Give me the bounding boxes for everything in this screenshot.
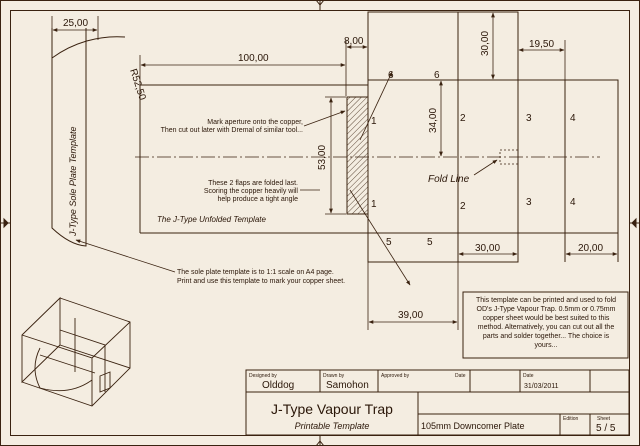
- drawn-by-label: Drawn by: [323, 373, 345, 379]
- panel-1a: 1: [371, 116, 377, 127]
- sole-note: The sole plate template is to 1:1 scale …: [177, 269, 345, 285]
- info-line4: method. Alternatively, you can cut out a…: [478, 324, 615, 331]
- sole-plate: [51, 28, 126, 247]
- drawing-subtitle: Printable Template: [295, 421, 370, 431]
- part-name: 105mm Downcomer Plate: [421, 421, 525, 431]
- sole-note-arrow: [75, 239, 176, 273]
- panel-4a: 4: [570, 113, 576, 124]
- dim-8: 8,00: [344, 36, 364, 47]
- unfolded-label: The J-Type Unfolded Template: [157, 215, 266, 224]
- info-box: [462, 291, 629, 359]
- sole-note-line2: Print and use this template to mark your…: [177, 278, 345, 285]
- approved-by-label: Approved by: [381, 373, 410, 379]
- fold-line-arrow: [473, 159, 498, 176]
- title-block: Designed by Olddog Drawn by Samohon Appr…: [249, 373, 616, 434]
- panel-5b: 5: [427, 237, 433, 248]
- dim-19-5: 19,50: [529, 39, 554, 50]
- flaps-note-line3: help produce a tight angle: [217, 196, 298, 203]
- dim-34: 34,00: [428, 108, 439, 133]
- drawn-by: Samohon: [326, 380, 369, 391]
- aperture-note-line1: Mark aperture onto the copper,: [207, 119, 303, 126]
- flap-bottom-arrow: [349, 189, 411, 286]
- small-cutout: [499, 149, 519, 165]
- panel-3b: 3: [526, 197, 532, 208]
- designed-by-label: Designed by: [249, 373, 277, 379]
- date-label-2: Date: [523, 373, 534, 379]
- dim-19-lines: [517, 40, 566, 80]
- dim-100: 100,00: [238, 53, 269, 64]
- dim-25: 25,00: [63, 18, 88, 29]
- info-line1: This template can be printed and used to…: [476, 297, 616, 304]
- flaps-note-line2: Scoring the copper heavily will: [204, 188, 299, 195]
- title-block-frame: [245, 369, 630, 436]
- dim-39: 39,00: [398, 310, 423, 321]
- info-line6: yours...: [535, 342, 558, 349]
- sheet-number: 5 / 5: [596, 423, 616, 434]
- sole-plate-label: J-Type Sole Plate Template: [68, 126, 78, 237]
- sole-note-line1: The sole plate template is to 1:1 scale …: [177, 269, 334, 276]
- dim-53-lines: [325, 96, 346, 215]
- dim-bottom-lines: [457, 240, 618, 262]
- aperture-hatched: [346, 96, 369, 215]
- dim-100-lines: [139, 40, 369, 96]
- panel-1b: 1: [371, 199, 377, 210]
- drawing-title: J-Type Vapour Trap: [271, 401, 393, 417]
- designed-by: Olddog: [262, 380, 294, 391]
- info-line2: OD's J-Type Vapour Trap. 0.5mm or 0.75mm: [477, 306, 616, 313]
- fold-line-label: Fold Line: [428, 174, 470, 185]
- sheet-label: Sheet: [597, 416, 611, 422]
- flaps-note: These 2 flaps are folded last. Scoring t…: [204, 180, 299, 203]
- flap-top-arrow: [359, 71, 393, 141]
- date-label-1: Date: [455, 373, 466, 379]
- dim-30-top: 30,00: [480, 31, 491, 56]
- aperture-note-line2: Then cut out later with Dremal of simila…: [161, 127, 303, 134]
- info-line5: parts and solder together... The choice …: [483, 333, 610, 340]
- panel-4b: 4: [570, 197, 576, 208]
- dim-20: 20,00: [578, 243, 603, 254]
- aperture-note-arrow: [303, 110, 346, 127]
- date-value: 31/03/2011: [524, 383, 559, 390]
- panel-2b: 2: [460, 201, 466, 212]
- panel-3a: 3: [526, 113, 532, 124]
- panel-5a: 5: [386, 237, 392, 248]
- flaps-note-line1: These 2 flaps are folded last.: [208, 180, 298, 187]
- info-text: This template can be printed and used to…: [476, 297, 616, 349]
- dim-25-lines: [51, 16, 99, 40]
- isometric-sketch: [21, 296, 131, 407]
- edition-label: Edition: [563, 416, 579, 422]
- aperture-note: Mark aperture onto the copper, Then cut …: [161, 119, 303, 134]
- dim-39-lines: [367, 262, 459, 330]
- info-line3: copper sheet would be best suited to thi…: [483, 315, 610, 322]
- dim-30-bottom: 30,00: [475, 243, 500, 254]
- panel-6b: 6: [434, 70, 440, 81]
- dim-53: 53,00: [317, 145, 328, 170]
- panel-2a: 2: [460, 113, 466, 124]
